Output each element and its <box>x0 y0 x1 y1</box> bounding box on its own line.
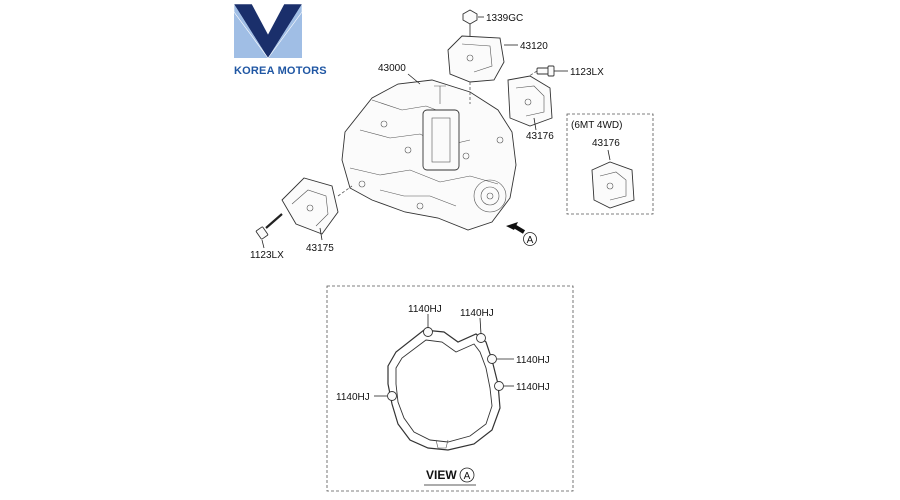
top-bolt <box>462 9 478 36</box>
right-bracket <box>507 75 553 127</box>
top-bracket-part-number: 43120 <box>520 41 548 52</box>
view-arrow <box>506 222 526 234</box>
transmission-part-number: 43000 <box>378 63 406 74</box>
left-bracket <box>281 177 339 235</box>
right-bolt-part-number: 1123LX <box>570 67 604 78</box>
view-bolt-1: 1140HJ <box>408 304 442 315</box>
inset-bracket <box>591 161 635 209</box>
view-title-marker: A <box>464 471 471 482</box>
inset-part-number: 43176 <box>592 138 620 149</box>
top-bracket <box>447 35 505 83</box>
korea-motors-logo: KOREA MOTORS <box>233 3 327 77</box>
view-bolt-3: 1140HJ <box>516 355 550 366</box>
view-marker: A <box>527 235 534 246</box>
view-title-circle <box>459 467 475 483</box>
view-box <box>326 285 574 492</box>
top-bolt-part-number: 1339GC <box>486 13 523 24</box>
view-marker-circle <box>523 232 537 246</box>
right-bolt <box>536 65 555 77</box>
left-bolt <box>255 213 283 240</box>
view-title: VIEW <box>426 468 457 482</box>
bellhousing-gasket <box>387 327 504 451</box>
view-bolt-5: 1140HJ <box>336 392 370 403</box>
transmission-assembly <box>341 79 517 231</box>
view-bolt-2: 1140HJ <box>460 308 494 319</box>
inset-box <box>566 113 654 215</box>
left-bolt-part-number: 1123LX <box>250 250 284 261</box>
right-bracket-part-number: 43176 <box>526 131 554 142</box>
brand-name: KOREA MOTORS <box>234 65 327 77</box>
inset-title: (6MT 4WD) <box>571 120 622 131</box>
left-bracket-part-number: 43175 <box>306 243 334 254</box>
view-bolt-4: 1140HJ <box>516 382 550 393</box>
